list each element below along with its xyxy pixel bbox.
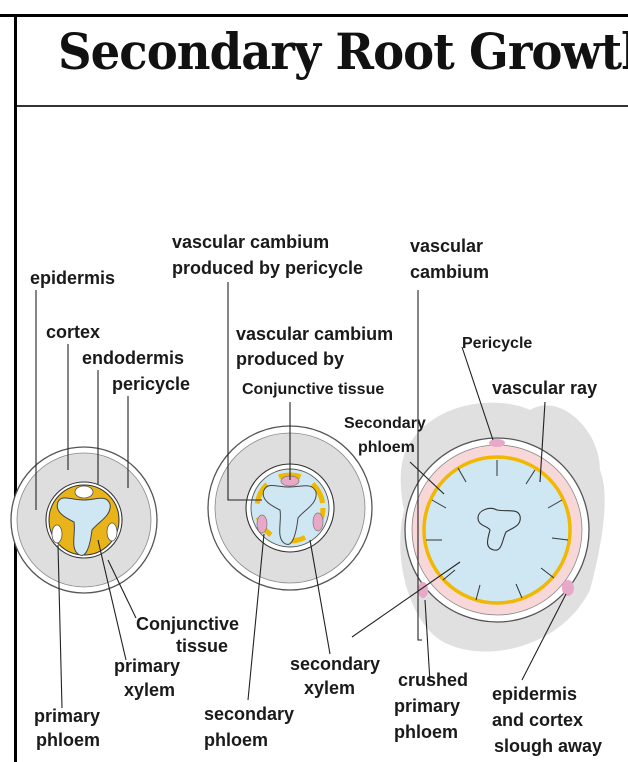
label-crushed-line1: crushed <box>398 670 468 690</box>
label-crushed-line2: primary <box>394 696 460 716</box>
label-vc-pericycle-line2: produced by pericycle <box>172 258 363 278</box>
label-secondary-phloem-line2: phloem <box>204 730 268 750</box>
label-crushed-line3: phloem <box>394 722 458 742</box>
label-slough-line1: epidermis <box>492 684 577 704</box>
primary-phloem-patch <box>107 523 117 541</box>
label-conjunctive-line1: Conjunctive <box>136 614 239 634</box>
crushed-phloem-patch <box>562 580 574 596</box>
label-vc-conjunctive-line2: produced by <box>236 349 344 369</box>
root-stage-secondary <box>400 403 604 652</box>
label-cortex: cortex <box>46 322 100 342</box>
phloem-patch <box>257 515 267 533</box>
label-pericycle-right: Pericycle <box>462 335 532 352</box>
label-primary-phloem-line1: primary <box>34 706 100 726</box>
label-secondary-xylem-line2: xylem <box>304 678 355 698</box>
label-endodermis: endodermis <box>82 348 184 368</box>
label-secondary-phloem-right-line2: phloem <box>358 439 415 456</box>
label-vc-conjunctive-line1: vascular cambium <box>236 324 393 344</box>
label-vc-pericycle-line1: vascular cambium <box>172 232 329 252</box>
label-primary-xylem-line2: xylem <box>124 680 175 700</box>
label-primary-xylem-line1: primary <box>114 656 180 676</box>
label-epidermis: epidermis <box>30 268 115 288</box>
label-conjunctive-line2: tissue <box>176 636 228 656</box>
primary-phloem-patch <box>52 525 62 543</box>
label-vascular-cambium-line1: vascular <box>410 236 483 256</box>
label-secondary-phloem-line1: secondary <box>204 704 294 724</box>
root-stage-primary <box>11 447 157 593</box>
crushed-phloem-patch <box>489 439 505 447</box>
label-slough-line3: slough away <box>494 736 602 756</box>
phloem-patch <box>313 513 323 531</box>
primary-phloem-patch <box>75 486 93 498</box>
label-vc-conjunctive-line3: Conjunctive tissue <box>242 381 384 398</box>
label-secondary-xylem-line1: secondary <box>290 654 380 674</box>
label-slough-line2: and cortex <box>492 710 583 730</box>
label-primary-phloem-line2: phloem <box>36 730 100 750</box>
label-vascular-cambium-line2: cambium <box>410 262 489 282</box>
label-secondary-phloem-right-line1: Secondary <box>344 415 426 432</box>
label-vascular-ray: vascular ray <box>492 378 597 398</box>
label-pericycle: pericycle <box>112 374 190 394</box>
